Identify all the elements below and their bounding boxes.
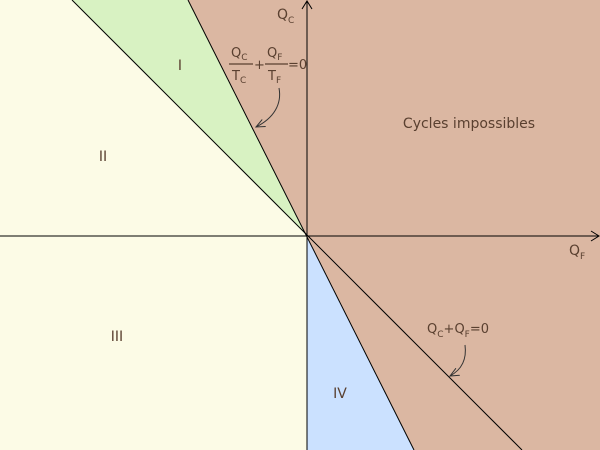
cycles-impossibles-label: Cycles impossibles <box>403 116 535 132</box>
clausius-pointer-arrow <box>256 87 281 127</box>
region-I-label: I <box>178 58 182 74</box>
clausius-term1-denominator: TC <box>231 69 246 86</box>
qf-axis-arrowhead <box>590 230 600 242</box>
region-II-label: II <box>99 149 107 165</box>
qc-axis-label: QC <box>277 7 294 26</box>
qf-axis-label: QF <box>569 243 585 262</box>
clausius-equals: =0 <box>288 58 307 73</box>
region-II <box>0 0 307 236</box>
clausius-term2-numerator: QF <box>267 46 282 63</box>
first-law-line <box>71 0 523 450</box>
cycles-impossibles-region <box>188 0 600 450</box>
clausius-plus: + <box>254 58 265 73</box>
first-law-equation: QC+QF=0 <box>427 322 489 340</box>
clausius-line <box>187 0 415 450</box>
qc-axis-arrowhead <box>301 0 313 10</box>
clausius-term2-denominator: TF <box>267 69 281 86</box>
region-IV-label: IV <box>333 386 347 402</box>
clausius-term1-numerator: QC <box>231 46 248 63</box>
region-III <box>0 236 307 450</box>
region-III-label: III <box>111 329 123 345</box>
clausius-equation: QC TC + QF TF =0 <box>229 46 307 86</box>
first-law-pointer-arrow <box>450 344 466 376</box>
